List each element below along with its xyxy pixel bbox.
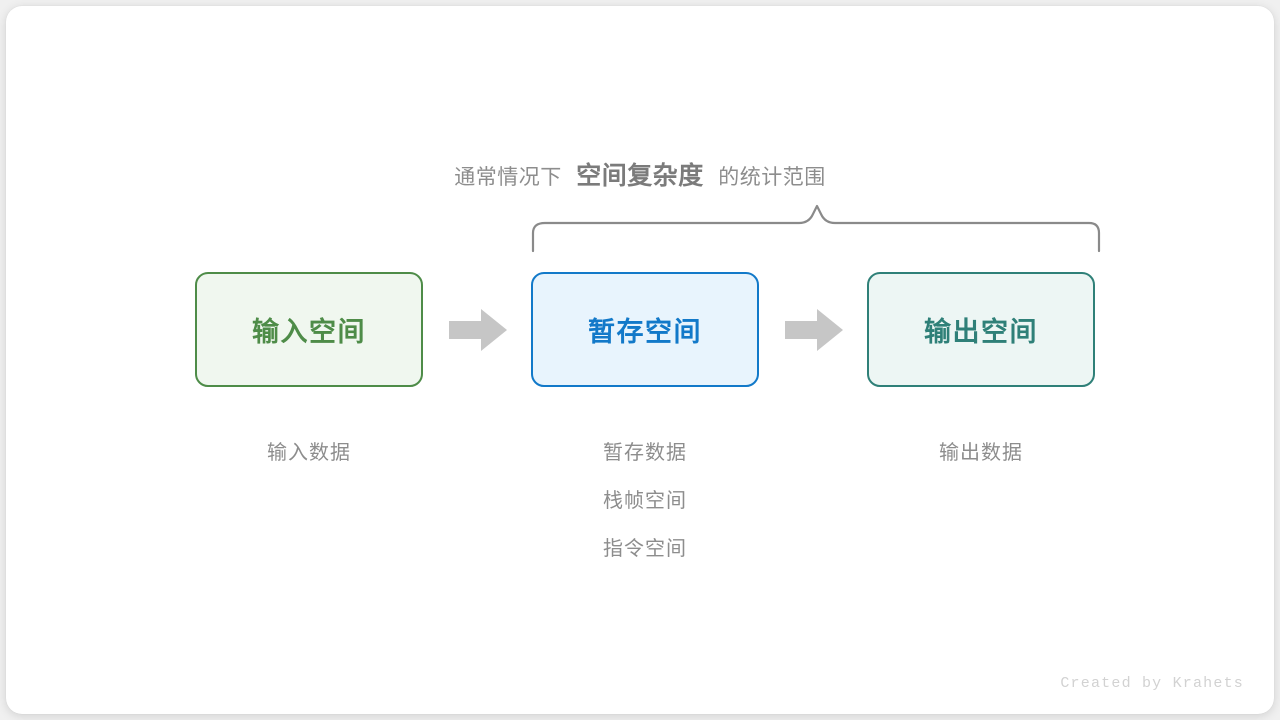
diagram-card: 通常情况下 空间复杂度 的统计范围 输入空间 暂存空间 输出空间 输入数据 暂存… xyxy=(6,6,1274,714)
caption-output-space: 输出数据 xyxy=(867,429,1095,477)
arrow-right-shape xyxy=(449,309,507,351)
box-output-space: 输出空间 xyxy=(867,272,1095,387)
scope-brace xyxy=(531,204,1101,253)
arrow-right-icon xyxy=(449,309,507,351)
arrow-right-shape xyxy=(785,309,843,351)
caption-line: 输出数据 xyxy=(939,442,1023,464)
scope-title-emphasis: 空间复杂度 xyxy=(576,162,704,190)
arrow-right-icon xyxy=(785,309,843,351)
caption-input-space: 输入数据 xyxy=(195,429,423,477)
caption-line: 栈帧空间 xyxy=(603,490,687,512)
brace-path xyxy=(531,204,1101,253)
caption-line: 指令空间 xyxy=(603,538,687,560)
caption-line: 输入数据 xyxy=(267,442,351,464)
caption-temp-space: 暂存数据 栈帧空间 指令空间 xyxy=(531,429,759,573)
box-output-space-label: 输出空间 xyxy=(924,317,1038,347)
scope-title-suffix: 的统计范围 xyxy=(718,166,826,189)
box-temp-space-label: 暂存空间 xyxy=(588,317,702,347)
box-input-space: 输入空间 xyxy=(195,272,423,387)
scope-title: 通常情况下 空间复杂度 的统计范围 xyxy=(6,156,1274,192)
footer-credit: Created by Krahets xyxy=(1060,675,1244,692)
scope-title-prefix: 通常情况下 xyxy=(454,166,562,189)
box-temp-space: 暂存空间 xyxy=(531,272,759,387)
box-input-space-label: 输入空间 xyxy=(252,317,366,347)
caption-line: 暂存数据 xyxy=(603,442,687,464)
